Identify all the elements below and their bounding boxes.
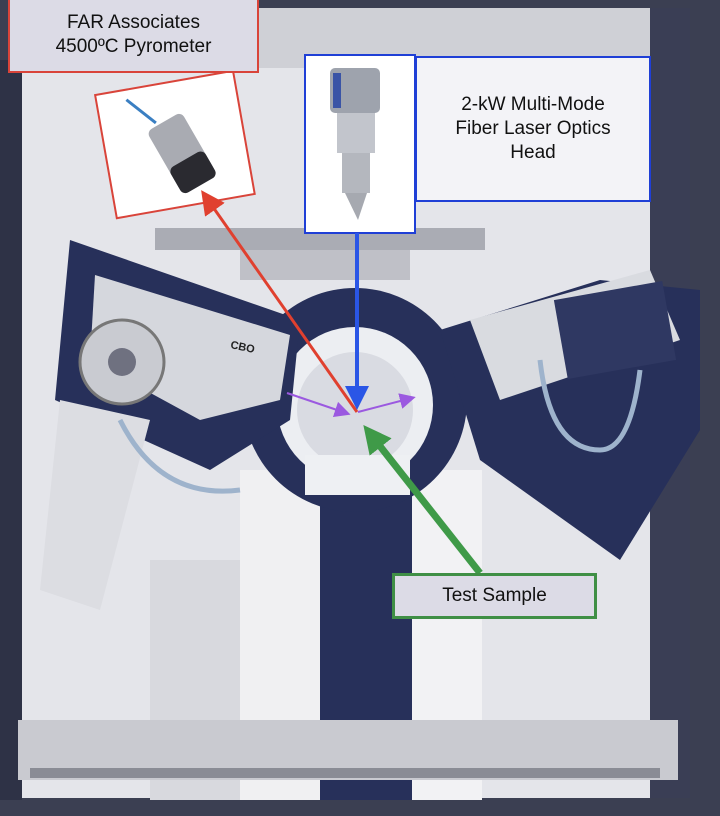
laser-label-line2: Fiber Laser Optics <box>455 118 611 139</box>
pyrometer-label: FAR Associates 4500ºC Pyrometer <box>8 0 259 73</box>
pyrometer-image <box>93 69 256 220</box>
laser-label-line1: 2-kW Multi-Mode <box>461 94 605 115</box>
test-sample-text: Test Sample <box>442 585 547 606</box>
test-sample-label: Test Sample <box>392 573 597 619</box>
incident-xray-arrow <box>286 392 351 418</box>
pyrometer-arrow <box>201 190 359 413</box>
diffracted-xray-arrow <box>357 393 416 413</box>
pyrometer-label-line1: FAR Associates <box>66 11 201 33</box>
sample-arrow <box>363 425 483 576</box>
laser-label-line3: Head <box>510 142 556 163</box>
laser-head-label: 2-kW Multi-Mode Fiber Laser Optics Head <box>415 56 651 202</box>
laser-head-image <box>304 54 416 234</box>
pyrometer-label-line2: 4500ºC Pyrometer <box>55 35 212 57</box>
cbo-marking: CBO <box>229 339 256 356</box>
